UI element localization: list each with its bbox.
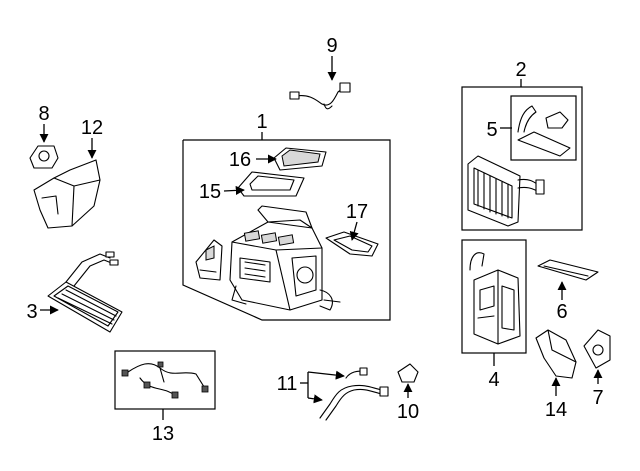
- filter-cover-16: [273, 147, 327, 171]
- callout-13: 13: [152, 423, 174, 445]
- callout-8: 8: [38, 103, 49, 125]
- evaporator-group-frame: [461, 86, 583, 231]
- callout-4: 4: [488, 369, 499, 391]
- filter-housing-4: [469, 252, 521, 345]
- callout-12: 12: [81, 117, 103, 139]
- callout-3: 3: [26, 301, 37, 323]
- callout-5: 5: [486, 119, 497, 141]
- callout-7: 7: [592, 387, 603, 409]
- duct-14: [535, 329, 577, 379]
- door-frame-15: [237, 171, 305, 197]
- harness-9: [289, 82, 351, 110]
- heater-core-3: [47, 251, 123, 333]
- hose-11: [319, 367, 389, 421]
- callout-2: 2: [515, 59, 526, 81]
- clip-10: [397, 363, 419, 383]
- callout-17: 17: [346, 201, 368, 223]
- expansion-valve-5: [517, 105, 571, 157]
- callout-10: 10: [397, 401, 419, 423]
- actuator-8: [29, 145, 59, 169]
- hvac-unit-housing: [229, 205, 323, 311]
- callout-11: 11: [277, 373, 298, 395]
- callout-6: 6: [556, 301, 567, 323]
- callout-9: 9: [326, 35, 337, 57]
- drain-hose-part: [319, 289, 341, 311]
- evaporator-core-2: [467, 155, 545, 227]
- heater-unit-frame: [182, 139, 391, 321]
- wiring-harness-13: [121, 361, 209, 399]
- duct-7: [583, 329, 611, 369]
- callout-1: 1: [256, 111, 267, 133]
- wiring-harness-frame: [114, 350, 216, 410]
- callout-15: 15: [199, 181, 221, 203]
- case-12: [33, 159, 101, 229]
- callout-14: 14: [545, 399, 567, 421]
- blower-duct-part: [195, 239, 223, 281]
- tray-17: [325, 231, 379, 257]
- filter-6: [537, 259, 599, 281]
- callout-16: 16: [229, 149, 251, 171]
